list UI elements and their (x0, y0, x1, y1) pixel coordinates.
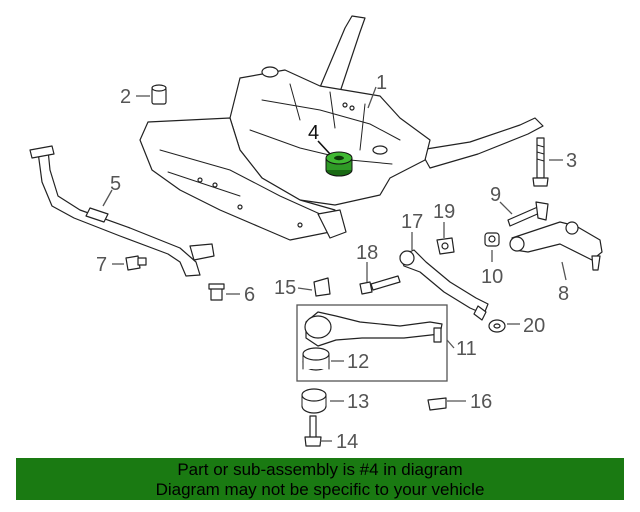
part-18-bolt[interactable] (359, 275, 401, 295)
callout-1: 1 (376, 72, 387, 94)
front-subframe[interactable] (139, 15, 544, 241)
callout-2: 2 (120, 86, 131, 108)
part-20-bushing[interactable] (488, 319, 506, 333)
banner-line-1: Part or sub-assembly is #4 in diagram (177, 460, 463, 479)
part-3-bolt[interactable] (532, 137, 549, 187)
callout-18: 18 (356, 242, 378, 264)
callout-3: 3 (566, 150, 577, 172)
part-19-bushing[interactable] (436, 237, 455, 255)
part-6-bolt[interactable] (208, 283, 225, 301)
part-9-bolt[interactable] (507, 201, 549, 227)
callout-15: 15 (274, 277, 296, 299)
part-10-bushing[interactable] (484, 232, 500, 247)
callout-13: 13 (347, 391, 369, 413)
info-banner: Part or sub-assembly is #4 in diagram Di… (16, 458, 624, 500)
part-16-shield[interactable] (427, 397, 447, 411)
parts-diagram: 1 2 3 4 5 6 7 8 9 10 11 12 13 14 15 16 1… (29, 15, 603, 453)
part-15-clip[interactable] (313, 277, 331, 297)
callout-5: 5 (110, 173, 121, 195)
part-13-bushing[interactable] (301, 388, 327, 414)
banner-line-2: Diagram may not be specific to your vehi… (155, 480, 485, 499)
part-5-stabilizer-bar[interactable] (29, 145, 215, 277)
callout-9: 9 (490, 184, 501, 206)
callout-11: 11 (456, 338, 477, 360)
callout-19: 19 (433, 201, 455, 223)
part-12-bushing[interactable] (302, 347, 330, 371)
leader-lines (102, 86, 567, 442)
part-17-lower-arm[interactable] (399, 249, 489, 321)
callout-14: 14 (336, 431, 358, 453)
callout-6: 6 (244, 284, 255, 306)
callout-4: 4 (308, 122, 319, 144)
callout-20: 20 (523, 315, 545, 337)
part-7-bolt[interactable] (125, 255, 147, 271)
part-11-control-arm[interactable] (304, 311, 443, 347)
callout-16: 16 (470, 391, 492, 413)
part-14-bolt[interactable] (304, 415, 322, 447)
part-11-assembly-box (296, 304, 448, 382)
callout-12: 12 (347, 351, 369, 373)
callout-8: 8 (558, 283, 569, 305)
part-2-sleeve[interactable] (151, 84, 167, 105)
part-8-control-arm[interactable] (509, 221, 603, 271)
part-4-bushing[interactable] (325, 151, 353, 177)
callout-7: 7 (96, 254, 107, 276)
callout-10: 10 (481, 266, 503, 288)
callout-17: 17 (401, 211, 423, 233)
